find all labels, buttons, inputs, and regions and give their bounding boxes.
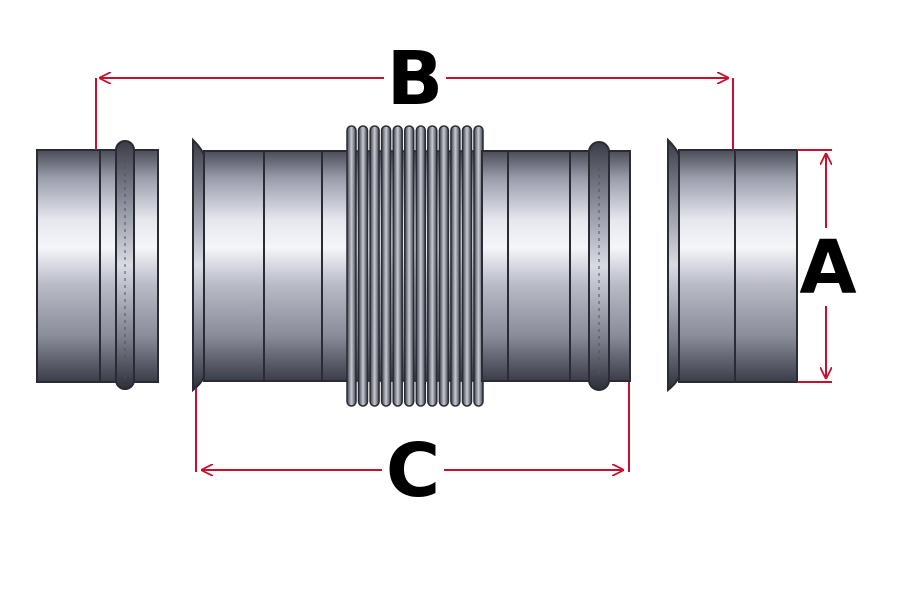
corrugation-rib — [357, 125, 369, 407]
corrugation-rib — [346, 125, 357, 407]
dimension-label-a: A — [799, 225, 856, 311]
corrugation-rib — [461, 125, 473, 407]
right-collar — [667, 137, 798, 393]
corrugation-rib — [380, 125, 392, 407]
dimension-c: C — [195, 382, 630, 514]
corrugation-rib — [415, 125, 427, 407]
bellows-corrugations — [346, 125, 484, 407]
dimension-label-b: B — [387, 36, 443, 122]
corrugation-rib — [450, 125, 461, 407]
left-collar — [36, 140, 159, 390]
dimension-b: B — [95, 36, 734, 150]
dimension-label-c: C — [386, 428, 440, 514]
corrugation-rib — [369, 125, 380, 407]
corrugation-rib — [392, 125, 403, 407]
bellows-body — [192, 125, 631, 407]
corrugation-rib — [427, 125, 438, 407]
corrugation-rib — [438, 125, 450, 407]
dimension-a: A — [797, 149, 857, 383]
corrugation-rib — [403, 125, 415, 407]
